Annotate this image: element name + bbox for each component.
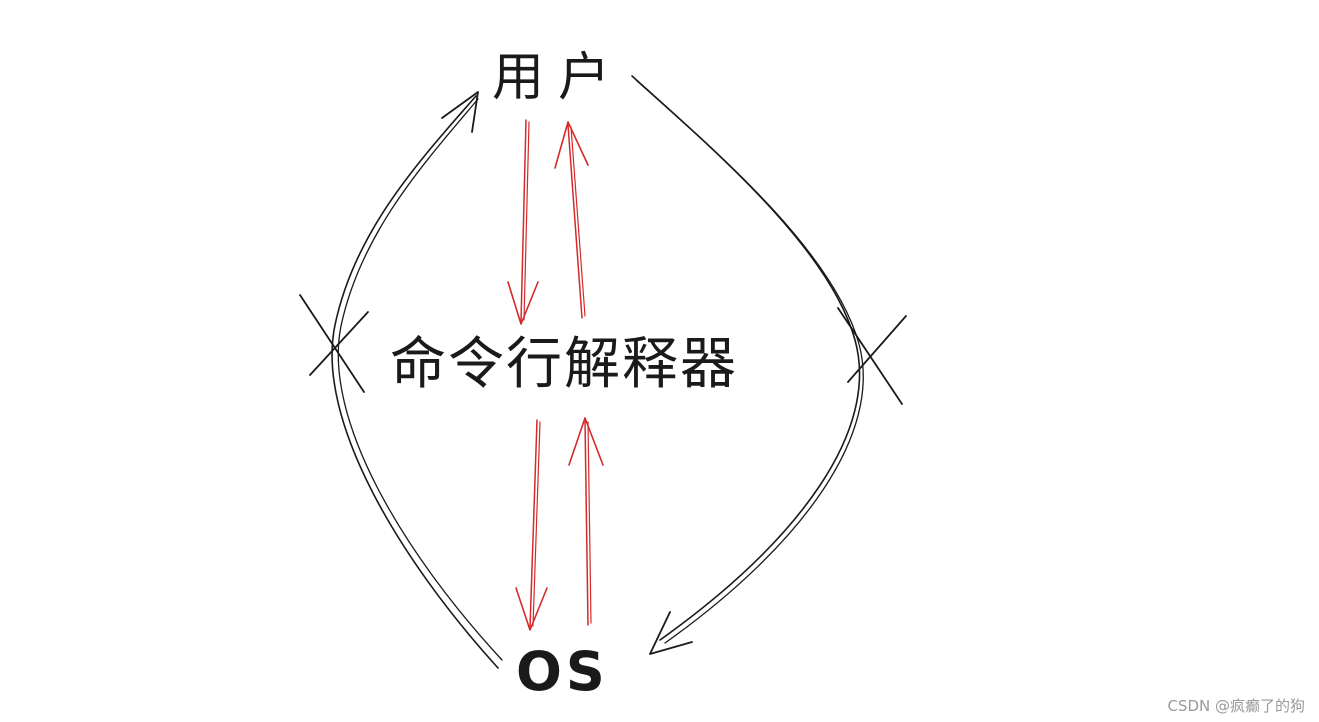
edge-os-to-user: [331, 91, 503, 669]
edge-os-to-shell: [568, 417, 604, 626]
arrowhead-os-to-user: [441, 91, 479, 133]
edge-user-to-os: [631, 75, 864, 655]
cross-mark-right: [837, 307, 907, 405]
cross-mark-left: [299, 294, 369, 393]
arrowhead-user-to-os: [649, 611, 693, 655]
edge-shell-to-os: [515, 419, 548, 631]
watermark-text: CSDN @疯癫了的狗: [1167, 697, 1305, 715]
node-user-label: 用户: [492, 48, 625, 108]
edge-shell-to-user: [554, 121, 589, 319]
node-os-label: OS: [516, 640, 609, 703]
edge-user-to-shell: [507, 119, 539, 325]
node-shell-label: 命令行解释器: [390, 332, 738, 397]
